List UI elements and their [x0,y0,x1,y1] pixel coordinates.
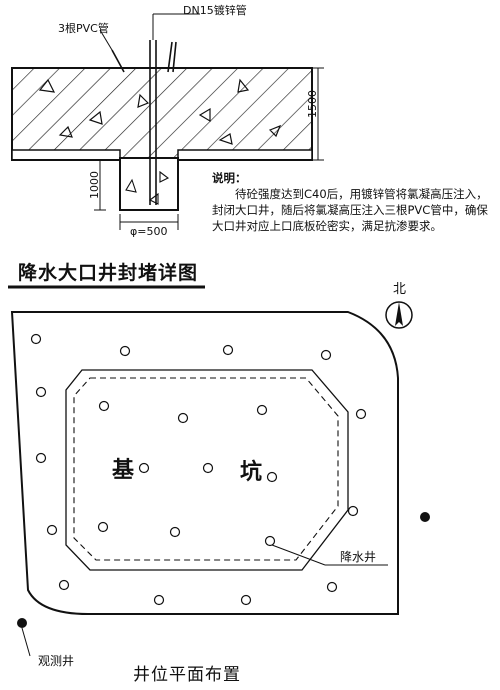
pvc-pipes [99,29,177,73]
dewatering-wells [30,333,367,606]
excavation-pit-outline [65,369,349,571]
site-boundary [10,311,399,615]
leader-lines [21,544,388,657]
galvanized-pipe [149,13,200,205]
label-pvc-pipes: 3根PVC管 [58,22,109,35]
plug-well [119,157,179,211]
plan-title: 井位平面布置 [133,665,241,685]
north-label: 北 [393,282,407,297]
slab-section [11,67,313,161]
dim-1500: 1500 [306,90,319,118]
pit-label-ji: 基 [112,458,135,483]
note-body: 待砼强度达到C40后，用镀锌管将氯凝高压注入，封闭大口井，随后将氯凝高压注入三根… [212,187,488,233]
note-title: 说明： [212,171,247,185]
observation-wells [17,512,430,628]
pit-label-keng: 坑 [240,460,263,485]
dim-1000: 1000 [88,171,101,199]
observation-well-label: 观测井 [38,654,75,668]
section-title: 降水大口井封堵详图 [18,262,199,284]
dimension-lines [94,67,324,230]
dim-diameter: φ=500 [130,225,168,238]
north-arrow [385,301,413,329]
dewatering-well-label: 降水井 [340,550,377,564]
note-block: 说明： 待砼强度达到C40后，用镀锌管将氯凝高压注入，封闭大口井，随后将氯凝高压… [212,170,494,234]
label-galvanized-pipe: DN15镀锌管 [183,4,247,17]
